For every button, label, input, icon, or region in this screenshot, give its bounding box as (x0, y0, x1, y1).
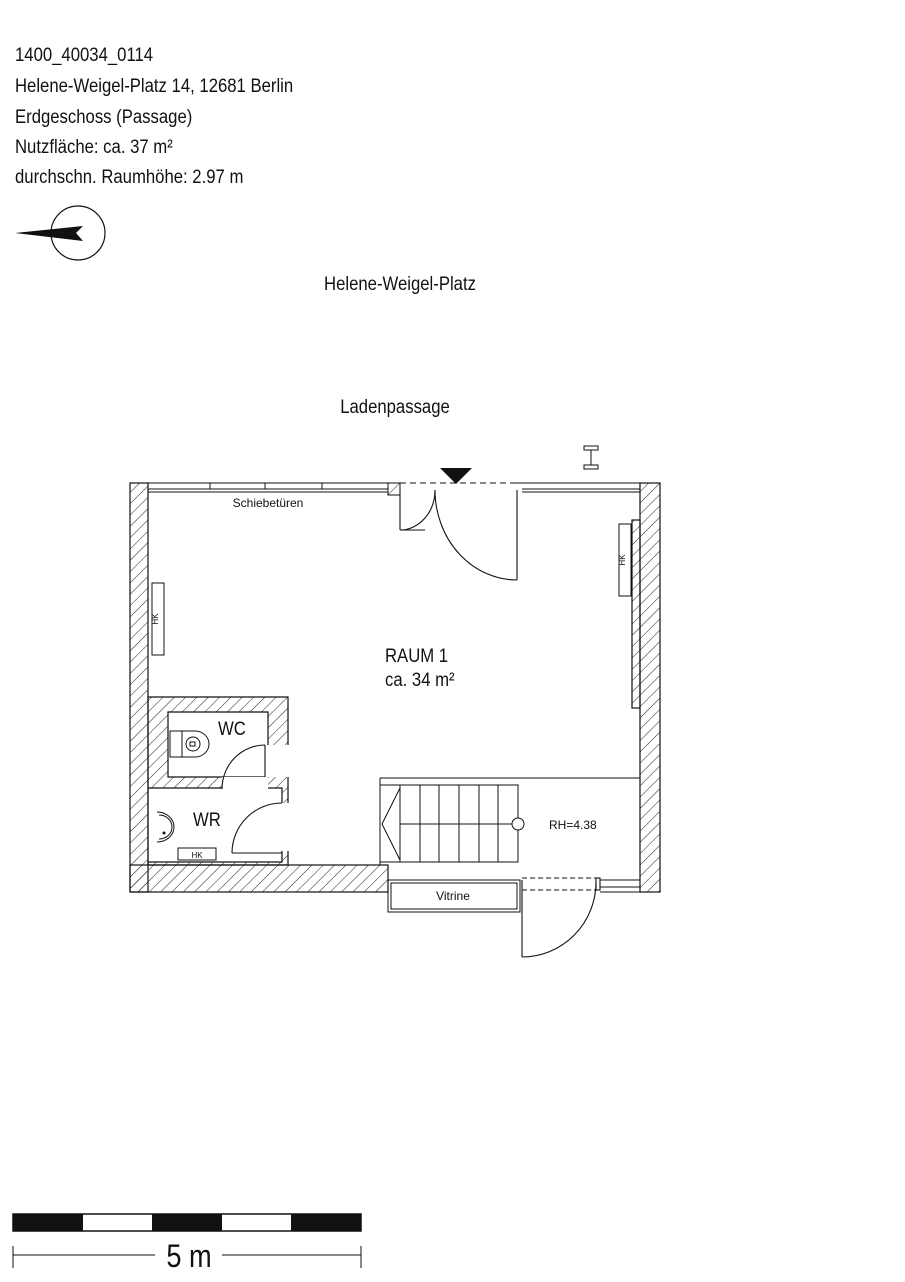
room-name: RAUM 1 (385, 645, 448, 666)
usable-area: Nutzfläche: ca. 37 m² (15, 136, 173, 157)
heater-label: HK (191, 851, 203, 860)
plan-id: 1400_40034_0114 (15, 44, 153, 66)
heater-right: HK (618, 523, 632, 597)
side-door (521, 877, 660, 958)
vitrine-label: Vitrine (436, 889, 470, 903)
address: Helene-Weigel-Platz 14, 12681 Berlin (15, 75, 293, 96)
wr-door (231, 802, 283, 854)
sliding-doors (130, 482, 660, 496)
scale-bar: 5 m (12, 1213, 362, 1275)
column-icon (583, 445, 599, 470)
passage-label: Ladenpassage (340, 396, 450, 417)
wc-door (221, 744, 266, 790)
heater-wr: HK (177, 847, 217, 861)
staircase (379, 777, 640, 865)
floor-name: Erdgeschoss (Passage) (15, 106, 192, 127)
heater-label: HK (618, 554, 627, 566)
sliding-doors-label: Schiebetüren (233, 496, 304, 510)
room-height-avg: durchschn. Raumhöhe: 2.97 m (15, 166, 243, 187)
vitrine (387, 879, 521, 913)
sink-icon (156, 811, 175, 843)
room-height-label: RH=4.38 (549, 818, 597, 832)
heater-left: HK (151, 582, 165, 656)
toilet-icon (169, 730, 210, 758)
north-arrow-icon (15, 205, 106, 261)
scale-label: 5 m (166, 1239, 211, 1275)
plan-header: 1400_40034_0114 Helene-Weigel-Platz 14, … (15, 44, 293, 187)
wr-label: WR (193, 809, 221, 830)
main-door (399, 489, 518, 581)
room-area: ca. 34 m² (385, 669, 455, 690)
wc-label: WC (218, 718, 246, 739)
entrance-marker-icon (440, 468, 472, 484)
walls (129, 482, 661, 893)
street-label: Helene-Weigel-Platz (324, 273, 476, 294)
heater-label: HK (151, 613, 160, 625)
